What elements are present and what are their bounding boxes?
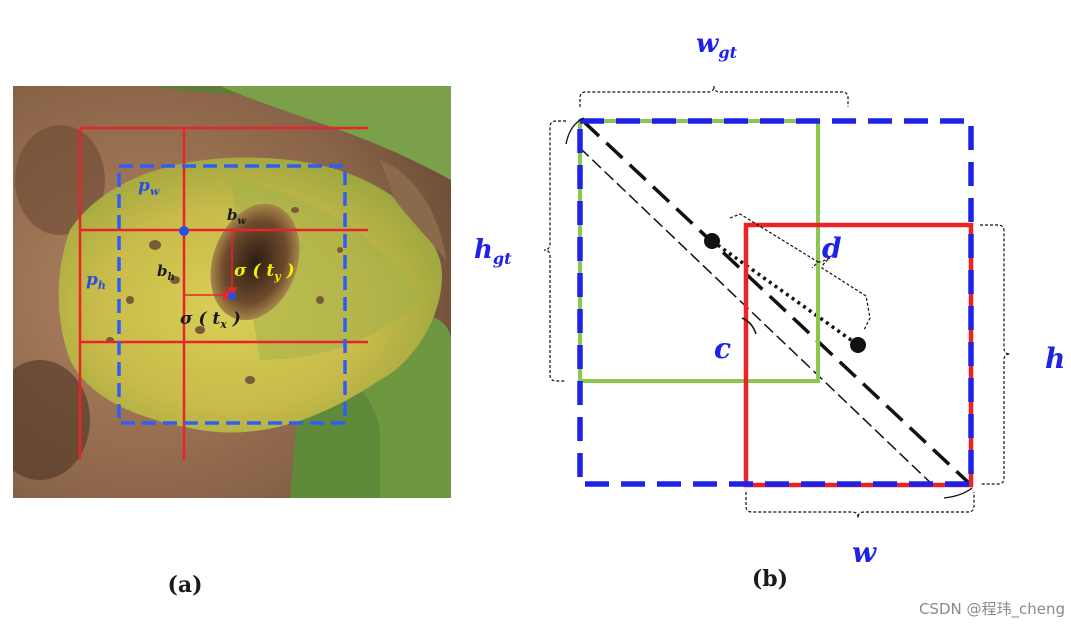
brace-d	[729, 213, 871, 331]
caption-b: (b)	[752, 566, 788, 592]
brace-h	[980, 224, 1011, 485]
enclosing-box	[577, 118, 974, 487]
label-w: w	[852, 536, 877, 569]
anchor-box	[117, 164, 347, 425]
caption-a: (a)	[167, 572, 202, 598]
watermark: CSDN @程玮_cheng	[918, 600, 1065, 618]
leaf-photo	[13, 86, 451, 498]
grid-lines	[78, 126, 368, 460]
label-h-gt: hgt	[474, 235, 512, 268]
angle-marker-c	[741, 317, 757, 335]
label-w-gt: wgt	[696, 29, 738, 62]
corner-arc-bottom	[943, 487, 973, 499]
label-ph: ph	[86, 270, 106, 292]
brace-w-gt	[579, 85, 849, 107]
braces	[543, 85, 1011, 519]
pred-center-point	[850, 337, 866, 353]
corner-arc-top	[565, 117, 585, 145]
grid-cell-origin	[179, 226, 189, 236]
enclosing-diagonal	[581, 119, 972, 486]
diagonal-c-line	[579, 147, 937, 489]
predicted-box	[743, 222, 974, 488]
gt-center-point	[704, 233, 720, 249]
label-h: h	[1045, 342, 1065, 375]
brace-w	[745, 492, 975, 519]
label-bh: bh	[157, 262, 175, 283]
label-c: c	[714, 332, 731, 365]
panel-a: pw ph bw bh σ ( ty ) σ ( tx ) (a)	[13, 86, 451, 598]
label-bw: bw	[227, 206, 247, 227]
label-sigma-ty: σ ( ty )	[234, 261, 295, 283]
predicted-center	[228, 292, 236, 300]
label-d: d	[822, 232, 842, 265]
panel-b: wgt hgt d c h w (b)	[474, 29, 1065, 592]
center-distance-line	[710, 239, 860, 347]
label-sigma-tx: σ ( tx )	[180, 309, 241, 331]
brace-h-gt	[543, 120, 566, 382]
label-pw: pw	[138, 176, 160, 198]
